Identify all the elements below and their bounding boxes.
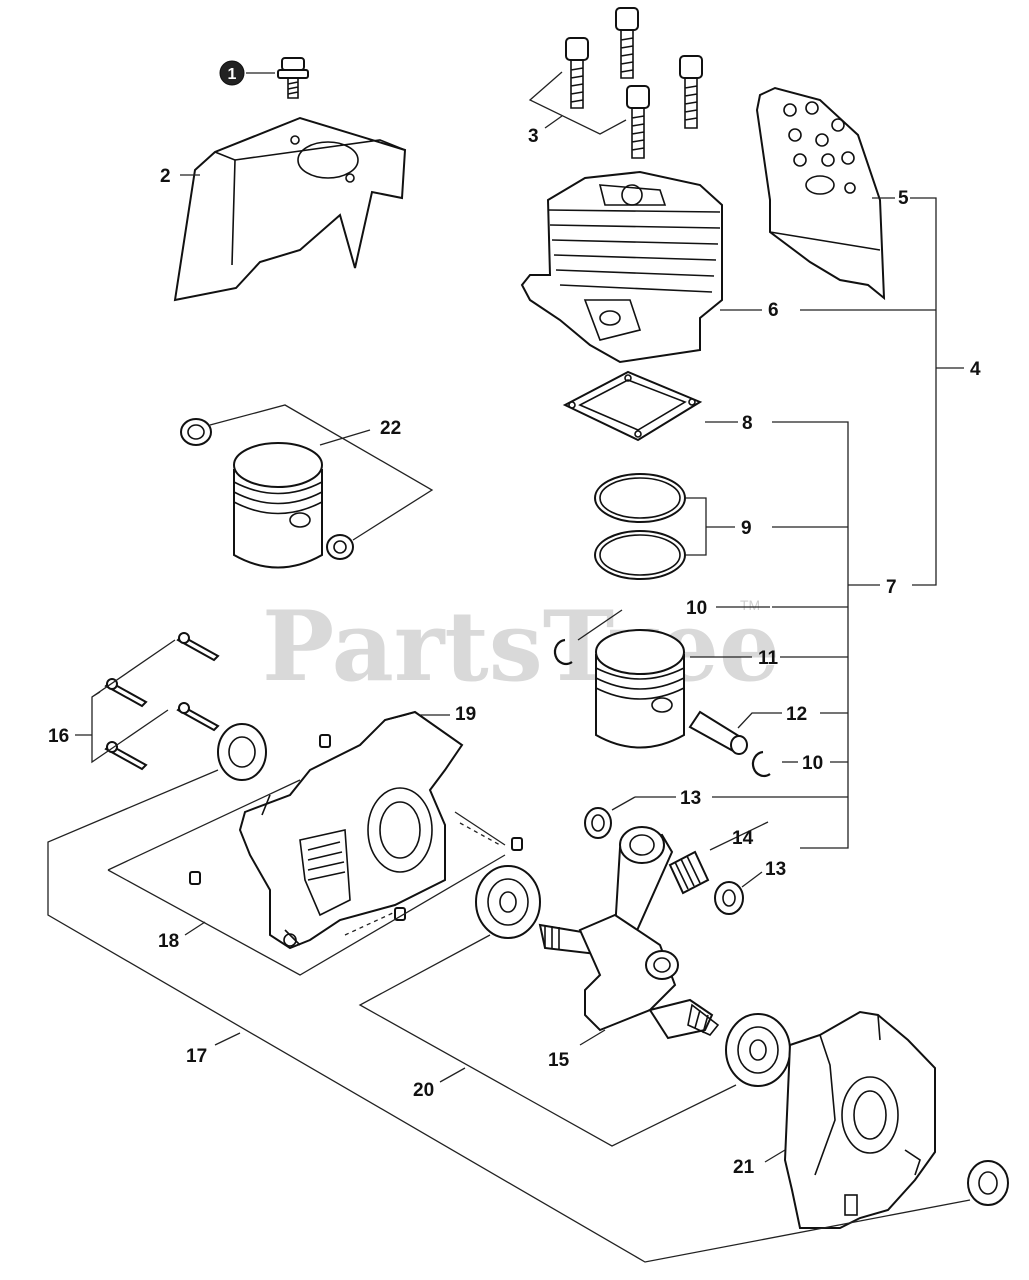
part-15-crankshaft[interactable]	[538, 826, 720, 1040]
part-14-needle-bearing[interactable]	[668, 850, 710, 895]
part-17-oil-seal-left[interactable]	[217, 723, 267, 781]
part-9-piston-rings[interactable]	[594, 473, 686, 580]
leader-16-bracket	[91, 639, 176, 764]
part-21-crankcase-right[interactable]	[783, 1010, 936, 1229]
callout-1-label: 1	[228, 66, 237, 83]
part-8-gasket[interactable]	[562, 370, 703, 442]
watermark-text: PartsTree	[262, 590, 780, 703]
callout-22-label: 22	[380, 418, 401, 439]
callout-11-label: 11	[758, 648, 779, 669]
part-20-bearing-right[interactable]	[725, 1013, 791, 1087]
leader-3	[528, 71, 627, 135]
callout-12-label: 12	[786, 704, 807, 725]
part-18-dowel-pins[interactable]	[189, 734, 523, 921]
part-22-piston-kit[interactable]	[180, 418, 354, 569]
leader-20-frame	[358, 934, 737, 1147]
leader-18-dashed	[344, 822, 501, 936]
leader-13a	[611, 796, 636, 811]
callout-13a-label: 13	[680, 788, 701, 809]
leader-3b	[544, 115, 563, 129]
part-16-crankcase-screws[interactable]	[104, 632, 220, 771]
callout-2-label: 2	[160, 166, 171, 187]
leader-17	[214, 1032, 241, 1046]
callout-9-label: 9	[741, 518, 752, 539]
callout-6-label: 6	[768, 300, 779, 321]
leader-15	[579, 1029, 606, 1046]
part-11-piston[interactable]	[595, 629, 685, 749]
part-2-shroud[interactable]	[173, 116, 407, 302]
callout-19-label: 19	[455, 704, 476, 725]
leader-18-frame	[107, 779, 506, 976]
part-6-cylinder[interactable]	[520, 170, 723, 364]
part-10-circlip-top[interactable]	[553, 638, 573, 665]
leader-14	[709, 821, 769, 851]
callout-21-label: 21	[733, 1157, 755, 1178]
leader-22	[319, 429, 371, 446]
leader-22-frame	[209, 404, 434, 541]
leader-12	[737, 712, 782, 729]
callout-10a-label: 10	[686, 598, 707, 619]
leader-10a	[577, 609, 623, 641]
part-13-washer-bottom[interactable]	[714, 881, 744, 915]
callout-4-label: 4	[970, 359, 981, 380]
leader-13b	[741, 871, 763, 888]
callout-8-label: 8	[742, 413, 753, 434]
part-1-bolt[interactable]	[277, 57, 309, 99]
part-12-piston-pin[interactable]	[688, 710, 748, 755]
bracket-7	[712, 421, 849, 849]
callout-7-label: 7	[886, 577, 897, 598]
callout-16-label: 16	[48, 726, 69, 747]
callout-1-marker	[219, 60, 245, 86]
part-13-washer-top[interactable]	[584, 807, 612, 839]
callout-3-label: 3	[528, 126, 539, 147]
callout-5-label: 5	[898, 188, 909, 209]
part-19-crankcase-left[interactable]	[238, 710, 464, 950]
part-3-cylinder-bolts[interactable]	[565, 7, 703, 159]
callout-20-label: 20	[413, 1080, 434, 1101]
leader-9-bracket	[686, 497, 707, 556]
part-10-circlip-bottom[interactable]	[751, 750, 771, 777]
callout-17-label: 17	[186, 1046, 207, 1067]
callout-15-label: 15	[548, 1050, 570, 1071]
leader-20	[439, 1067, 466, 1083]
part-5-heat-shield[interactable]	[755, 86, 886, 301]
callout-10b-label: 10	[802, 753, 823, 774]
leader-21	[764, 1149, 786, 1163]
leader-17-frame	[47, 769, 971, 1263]
callout-13b-label: 13	[765, 859, 786, 880]
part-20-bearing-left[interactable]	[475, 865, 541, 939]
callout-18-label: 18	[158, 931, 179, 952]
part-17-oil-seal-right[interactable]	[967, 1160, 1009, 1206]
bracket-4	[800, 197, 937, 586]
callout-14-label: 14	[732, 828, 754, 849]
watermark-trademark: TM	[740, 597, 760, 613]
leader-18	[184, 921, 206, 936]
